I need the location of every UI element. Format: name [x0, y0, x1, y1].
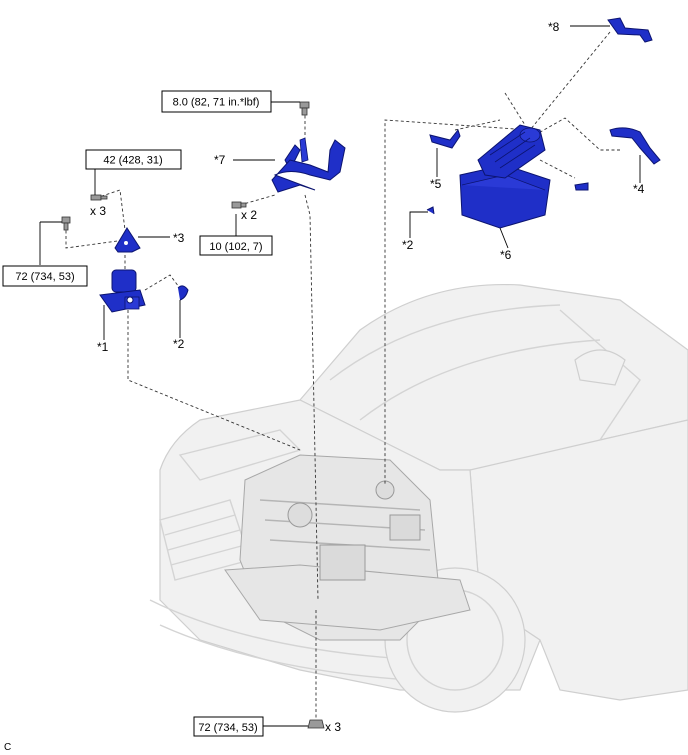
air-hose-5: [429, 128, 461, 149]
clip-left: [177, 285, 189, 301]
label-part-2-left: *2: [173, 337, 185, 351]
clip-right: [426, 206, 435, 215]
bolt-10: [231, 201, 247, 209]
qty-10: x 2: [241, 208, 257, 222]
label-part-1: *1: [97, 340, 109, 354]
torque-box-8: 8.0 (82, 71 in.*lbf): [161, 90, 272, 113]
svg-text:8.0 (82, 71 in.*lbf): 8.0 (82, 71 in.*lbf): [173, 97, 260, 109]
engine-assembly: [224, 454, 471, 641]
svg-text:10 (102, 7): 10 (102, 7): [209, 241, 262, 253]
torque-box-72-upper: 72 (734, 53): [2, 265, 88, 287]
air-hose-8: [607, 17, 653, 43]
torque-box-72-lower: 72 (734, 53): [193, 716, 264, 737]
air-cleaner-assembly: [459, 124, 589, 229]
nut-72-lower: [307, 719, 325, 729]
label-part-8: *8: [548, 20, 560, 34]
torque-box-10: 10 (102, 7): [199, 235, 273, 256]
bolt-72-upper: [61, 216, 71, 231]
qty-42: x 3: [90, 204, 106, 218]
torque-box-42: 42 (428, 31): [85, 149, 182, 170]
engine-mount-bracket: [114, 227, 141, 253]
label-part-3: *3: [173, 231, 185, 245]
label-part-6: *6: [500, 248, 512, 262]
svg-text:72 (734, 53): 72 (734, 53): [15, 271, 74, 283]
bolt-8: [299, 101, 310, 116]
callout-leaders: [39, 25, 641, 727]
engine-mount-insulator: [99, 269, 146, 313]
svg-text:72 (734, 53): 72 (734, 53): [198, 722, 257, 734]
label-part-4: *4: [633, 182, 645, 196]
svg-text:42 (428, 31): 42 (428, 31): [103, 155, 162, 167]
air-hose-4: [609, 127, 661, 165]
bolt-42: [90, 194, 108, 201]
qty-72-lower: x 3: [325, 720, 341, 734]
label-part-5: *5: [430, 177, 442, 191]
vacuum-hose-assembly: [271, 137, 346, 193]
corner-code: C: [4, 742, 11, 753]
label-part-2-right: *2: [402, 238, 414, 252]
label-part-7: *7: [214, 153, 226, 167]
